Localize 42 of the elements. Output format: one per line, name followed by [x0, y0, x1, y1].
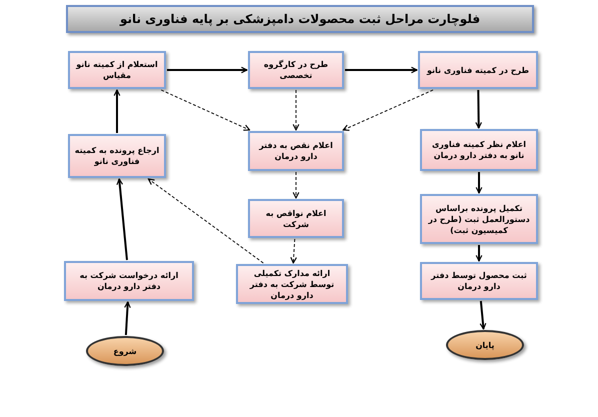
process-box	[68, 51, 166, 89]
arrow	[114, 89, 120, 133]
arrow	[167, 66, 248, 74]
process-box	[248, 199, 344, 238]
dashed-arrow	[292, 172, 300, 199]
process-box	[248, 131, 344, 171]
dashed-arrow	[160, 90, 250, 131]
process-box	[64, 261, 194, 301]
box-text: ارائه مدارک تکمیلی توسط شرکت به دفتر دارو درمان	[248, 268, 336, 300]
box-text: تکمیل پرونده براساس دستورالعمل ثبت (طرح در کمیسیون ثبت)	[427, 202, 531, 236]
arrow	[480, 300, 486, 330]
box-text: طرح در کمیته فناوری نانو	[427, 64, 529, 76]
arrow	[124, 301, 131, 336]
arrow	[476, 245, 482, 262]
box-text: ارائه درخواست شرکت به دفتر دارو درمان	[78, 270, 180, 292]
box-text: ارجاع پرونده به کمیته فناوری نانو	[74, 145, 160, 167]
box-text: اعلام نقص به دفتر دارو درمان	[258, 140, 334, 162]
arrow	[476, 172, 482, 194]
dashed-arrow	[342, 90, 434, 131]
process-box	[68, 134, 166, 178]
box-text: اعلام نواقص به شرکت	[264, 208, 328, 230]
box-text: اعلام نظر کمیته فناوری نانو به دفتر دارو درمان	[430, 139, 528, 161]
process-box	[248, 51, 344, 89]
arrow	[345, 66, 418, 74]
title-banner: فلوچارت مراحل ثبت محصولات دامپزشکی بر پایه فناوری نانو	[66, 5, 534, 33]
dashed-arrow	[148, 178, 264, 264]
terminal-ellipse	[86, 336, 164, 366]
box-text: استعلام از کمیته نانو مقیاس	[74, 59, 159, 81]
process-box	[420, 262, 538, 300]
terminal-ellipse	[446, 330, 524, 360]
box-text: پایان	[476, 340, 494, 350]
dashed-arrow	[290, 238, 297, 264]
box-text: شروع	[113, 346, 137, 356]
process-box	[418, 51, 538, 89]
arrow	[475, 90, 482, 129]
process-box	[420, 194, 538, 244]
process-box	[236, 264, 348, 304]
box-text: ثبت محصول توسط دفتر دارو درمان	[430, 270, 528, 292]
box-text: طرح در کارگروه تخصصی	[262, 59, 330, 81]
arrow	[116, 178, 128, 260]
dashed-arrow	[292, 90, 300, 131]
process-box	[420, 129, 538, 171]
